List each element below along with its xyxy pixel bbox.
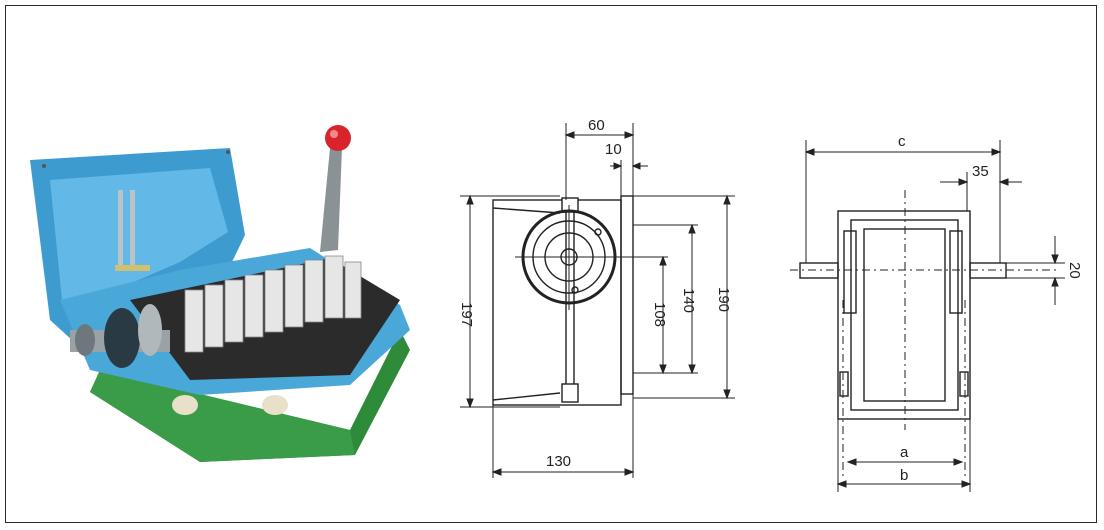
dim-height-body: 190 xyxy=(715,287,732,312)
dim-inner-a: a xyxy=(900,444,909,461)
dim-height-inner-a: 108 xyxy=(651,302,668,327)
dim-base-width: 130 xyxy=(546,453,571,470)
dim-top-width: 60 xyxy=(588,117,605,134)
dim-offset: 35 xyxy=(972,163,989,180)
dim-outer-b: b xyxy=(900,467,908,484)
limit-switch-photo-icon xyxy=(30,125,410,462)
dim-shaft: 20 xyxy=(1066,262,1083,279)
dim-height-inner-b: 140 xyxy=(680,288,697,313)
dim-height-total: 197 xyxy=(458,302,475,327)
dim-width-c: c xyxy=(898,133,906,150)
front-view-body xyxy=(837,210,971,420)
figure-frame xyxy=(5,5,1097,523)
dim-flange: 10 xyxy=(605,141,622,158)
